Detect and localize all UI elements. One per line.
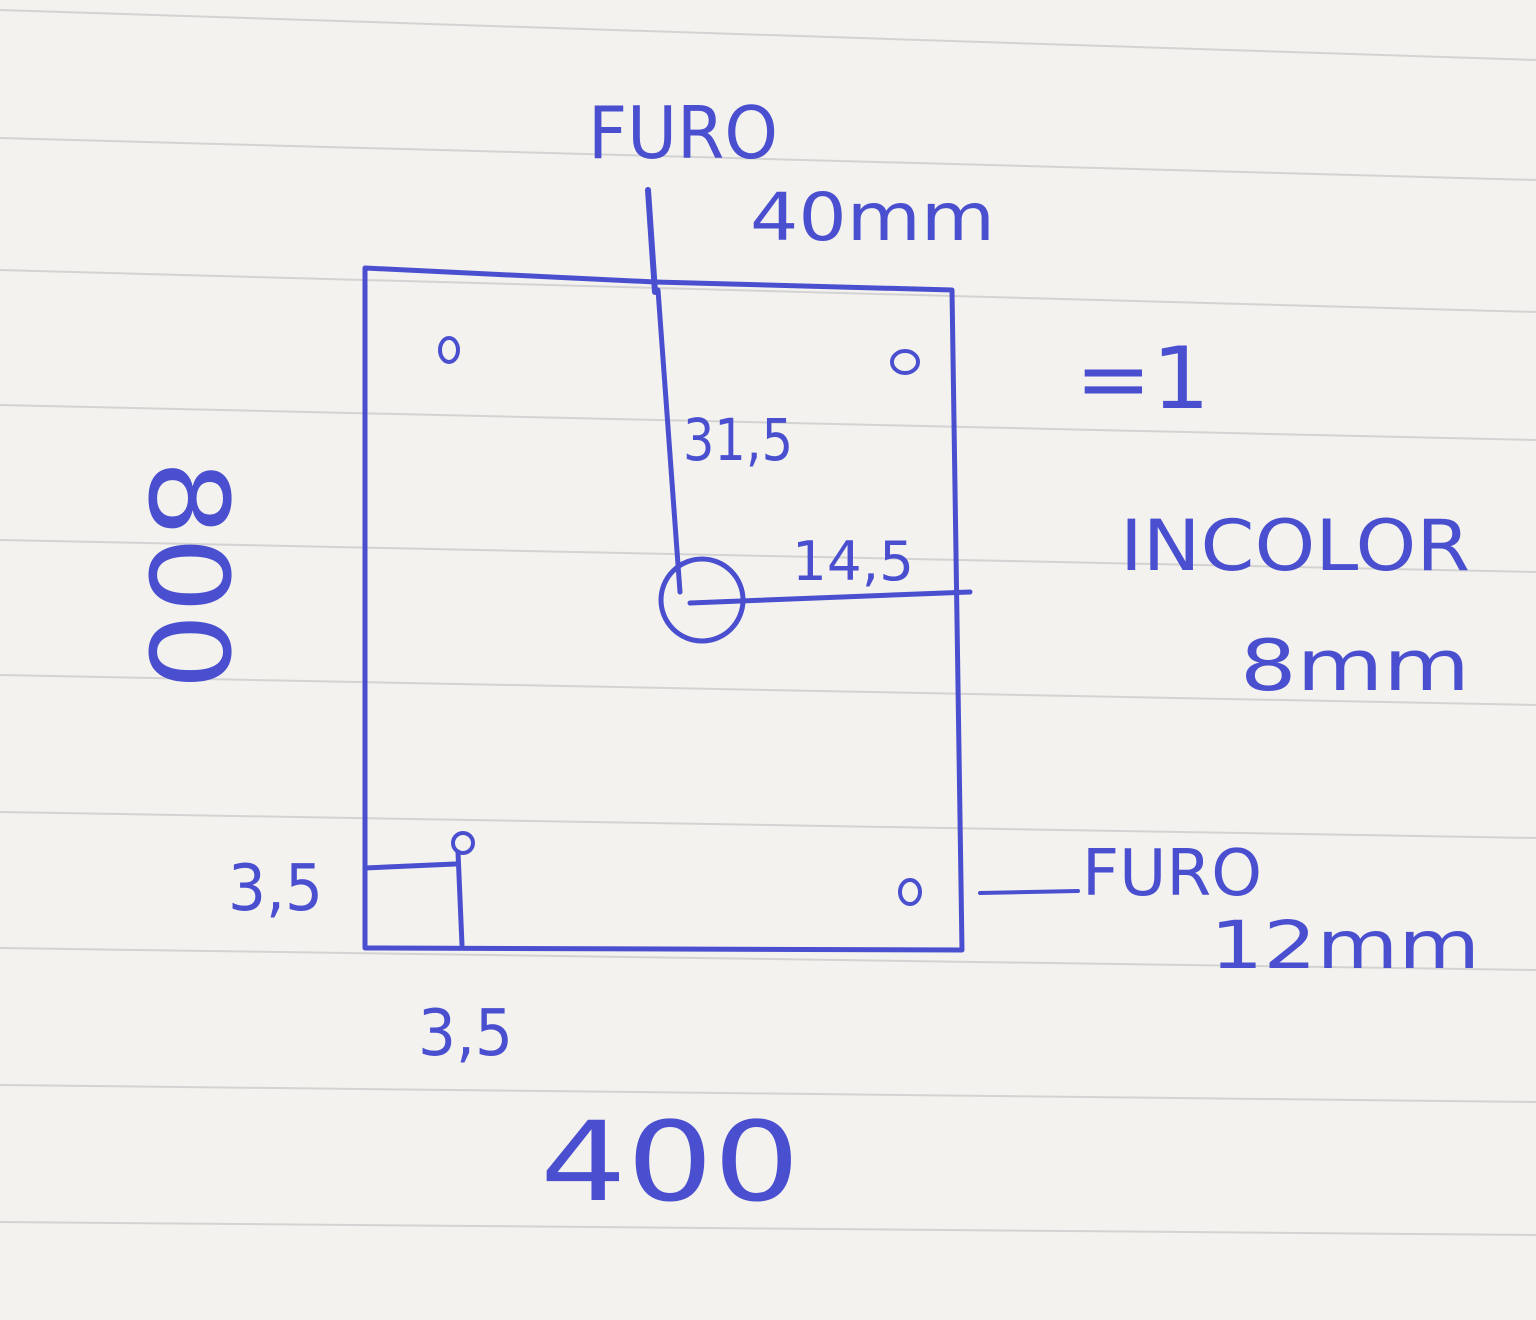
- top-hole-label: FURO: [588, 91, 778, 175]
- glass-panel-outline: [362, 265, 965, 953]
- horizontal-dimension-line: [687, 589, 973, 606]
- corner-hole-bottom-left: [451, 831, 475, 855]
- vertical-dimension-line: [655, 287, 683, 595]
- quantity-note: =1: [1075, 329, 1210, 429]
- top-hole-leader: [645, 187, 658, 295]
- width-dimension: 400: [540, 1098, 800, 1226]
- corner-hole-top-left: [438, 336, 460, 364]
- material-note: INCOLOR: [1120, 505, 1470, 587]
- corner-hole-bottom-right: [898, 878, 922, 906]
- corner-hole-leader: [978, 889, 1080, 895]
- corner-hole-label: FURO: [1082, 837, 1262, 911]
- hole-40mm-circle: [658, 556, 746, 644]
- top-hole-size: 40mm: [750, 179, 995, 256]
- hole-horizontal-offset: 14,5: [792, 530, 914, 593]
- thickness-note: 8mm: [1240, 625, 1470, 707]
- hole-vertical-offset: 31,5: [683, 406, 793, 474]
- corner-hole-top-right: [890, 349, 920, 375]
- corner-offset-box: [362, 849, 465, 948]
- corner-offset-vertical: 3,5: [228, 852, 323, 926]
- corner-offset-horizontal: 3,5: [418, 997, 513, 1071]
- ruled-lines: [0, 9, 1536, 1236]
- height-dimension: 800: [124, 460, 252, 690]
- corner-hole-size: 12mm: [1210, 907, 1480, 984]
